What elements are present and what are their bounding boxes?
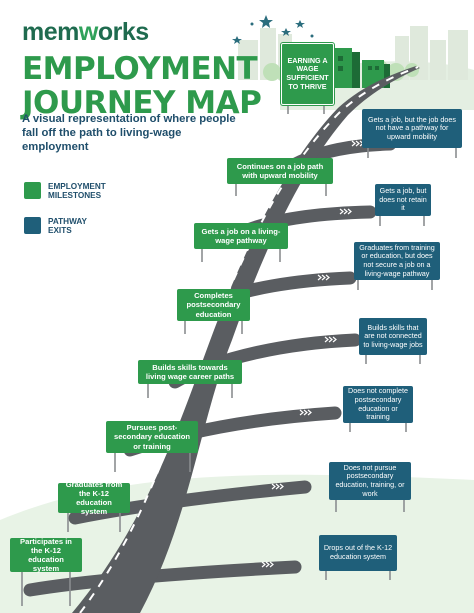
- milestone-sign-5: Completes postsecondary education: [177, 289, 250, 321]
- legend-milestone-swatch: [24, 182, 41, 199]
- legend-milestone-label: EMPLOYMENT MILESTONES: [48, 182, 106, 201]
- exit-sign-3: Does not complete postsecondary educatio…: [343, 386, 413, 423]
- milestone-sign-3: Pursues post-secondary education or trai…: [106, 421, 198, 453]
- title-line-1: EMPLOYMENT: [22, 51, 258, 87]
- logo-mark: w: [78, 18, 98, 46]
- stars: [232, 15, 314, 44]
- sign-posts: [21, 106, 457, 606]
- milestone-sign-4: Builds skills towards living wage career…: [138, 360, 242, 384]
- subtitle: A visual representation of where people …: [22, 113, 236, 154]
- goal-sign: EARNING A WAGE SUFFICIENT TO THRIVE: [280, 42, 335, 106]
- exit-sign-1: Drops out of the K-12 education system: [319, 535, 397, 571]
- exit-sign-6: Gets a job, but does not retain it: [375, 184, 431, 216]
- memworks-logo: memworks: [22, 18, 149, 47]
- exit-sign-5: Graduates from training or education, bu…: [354, 242, 440, 280]
- exit-sign-4: Builds skills that are not connected to …: [359, 318, 427, 355]
- logo-text-prefix: mem: [22, 18, 79, 46]
- exit-branch-arrows: [261, 140, 364, 568]
- legend-exit-label: PATHWAY EXITS: [48, 217, 87, 236]
- title-line-2: JOURNEY MAP: [22, 85, 262, 121]
- legend-exit-swatch: [24, 217, 41, 234]
- milestone-sign-7: Continues on a job path with upward mobi…: [227, 158, 333, 184]
- logo-text-suffix: orks: [97, 18, 149, 46]
- main-road: [2, 66, 420, 613]
- milestone-sign-6: Gets a job on a living-wage pathway: [194, 223, 288, 249]
- milestone-sign-1: Participates in the K-12 education syste…: [10, 537, 82, 573]
- exit-sign-7: Gets a job, but the job does not have a …: [362, 109, 462, 148]
- exit-sign-2: Does not pursue postsecondary education,…: [329, 462, 411, 500]
- milestone-sign-2: Graduates from the K-12 education system: [58, 480, 130, 516]
